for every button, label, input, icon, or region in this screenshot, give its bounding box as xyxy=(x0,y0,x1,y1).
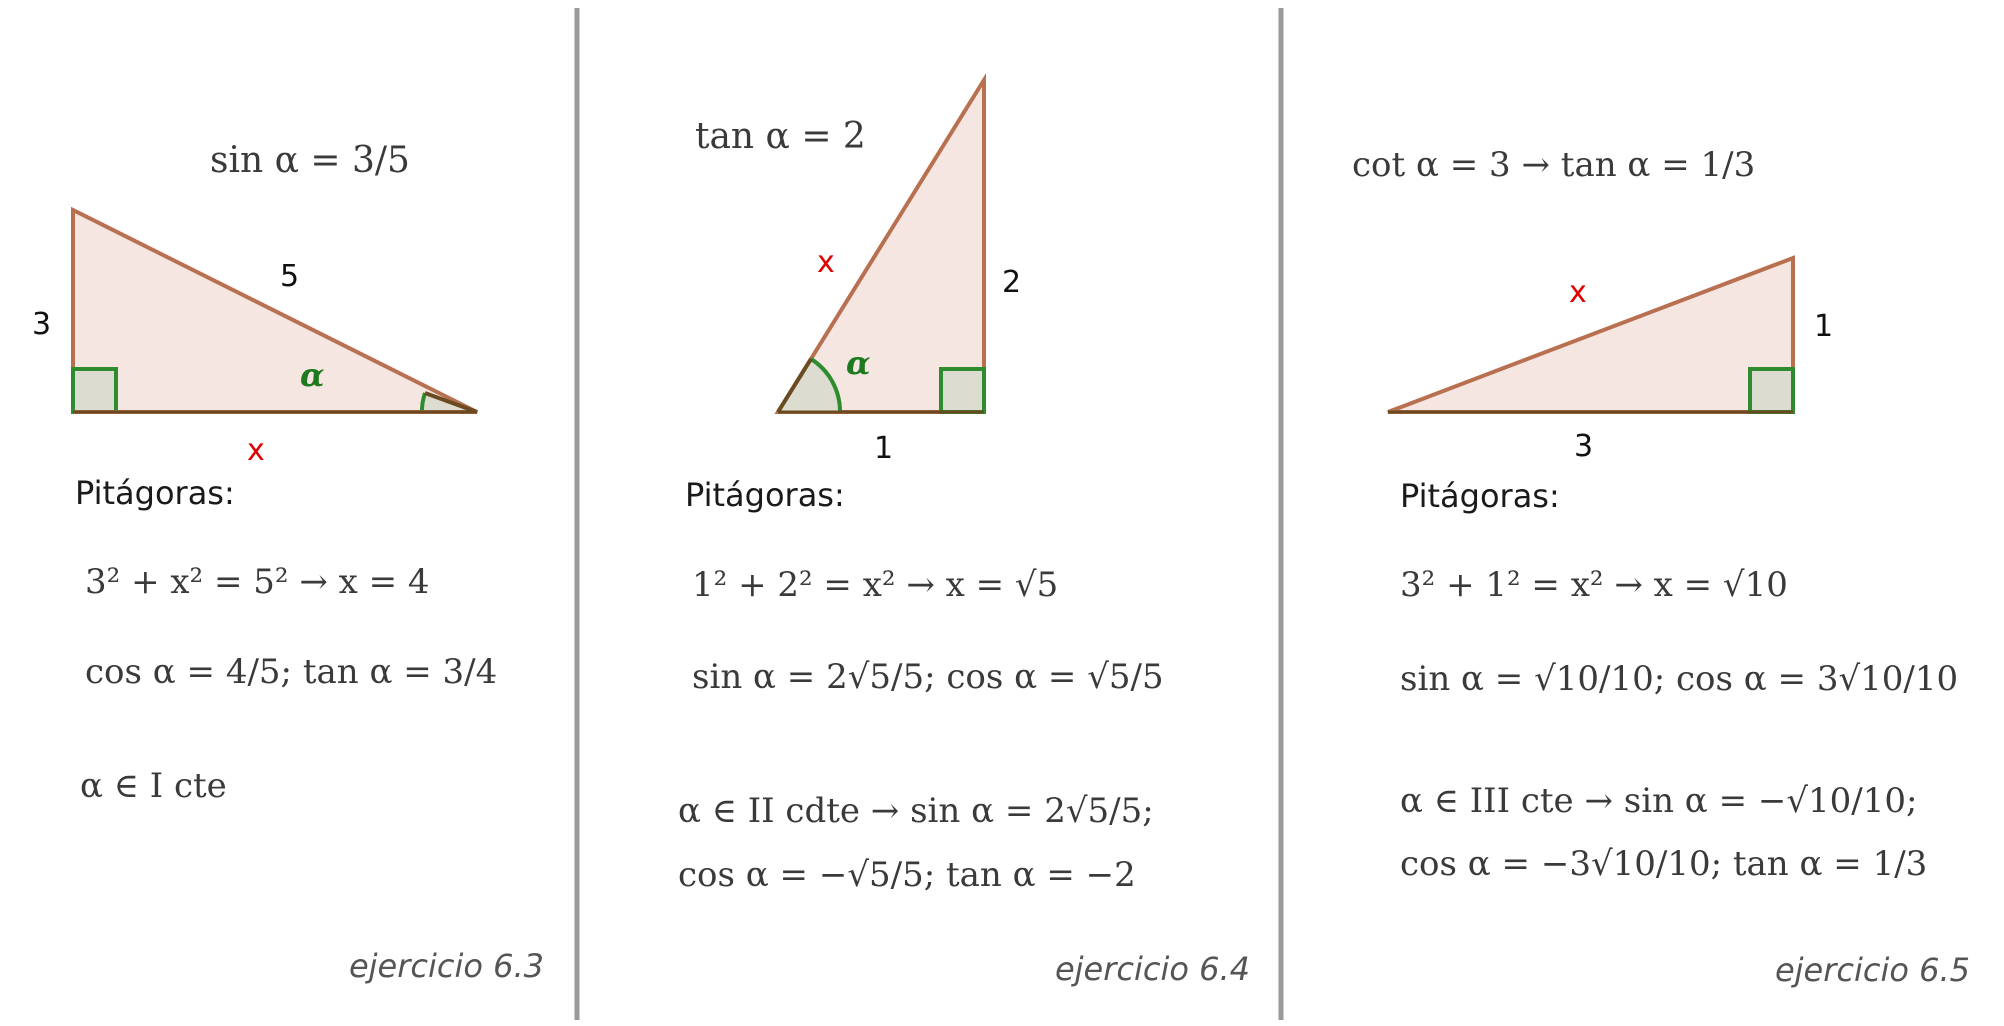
panel-exercise-6-5: cot α = 3 → tan α = 1/3 x 1 3 Pitágoras:… xyxy=(1352,145,1970,989)
solution-line-3: α ∈ II cdte → sin α = 2√5/5; xyxy=(678,791,1154,831)
label-leg-a: 1 xyxy=(1814,309,1833,344)
right-angle-marker xyxy=(939,367,986,414)
label-hypotenuse: 5 xyxy=(280,259,299,294)
triangle-body xyxy=(1387,255,1795,414)
exercise-footer: ejercicio 6.5 xyxy=(1775,951,1970,989)
solution-line-1: 1² + 2² = x² → x = √5 xyxy=(692,565,1058,605)
angle-alpha-arc-line xyxy=(809,357,843,413)
solution-line-2: sin α = √10/10; cos α = 3√10/10 xyxy=(1400,659,1958,699)
pythagoras-title: Pitágoras: xyxy=(75,474,235,512)
right-triangle xyxy=(1387,255,1795,414)
right-angle-marker xyxy=(1748,367,1795,414)
given-equation: sin α = 3/5 xyxy=(210,140,410,181)
solution-line-1: 3² + 1² = x² → x = √10 xyxy=(1400,565,1788,605)
exercise-footer: ejercicio 6.3 xyxy=(349,947,544,985)
solution-line-3: α ∈ I cte xyxy=(80,766,227,806)
right-triangle xyxy=(71,206,478,414)
label-leg-a: 2 xyxy=(1002,265,1021,300)
pythagoras-title: Pitágoras: xyxy=(685,476,845,514)
solution-line-3: α ∈ III cte → sin α = −√10/10; xyxy=(1400,781,1917,821)
right-triangle xyxy=(774,72,986,414)
triangle-body xyxy=(71,206,478,414)
panel-exercise-6-4: tan α = 2 x 2 1 α Pitágoras: 1² + 2² = x… xyxy=(678,72,1250,988)
solution-line-4: cos α = −√5/5; tan α = −2 xyxy=(678,855,1136,895)
given-equation: cot α = 3 → tan α = 1/3 xyxy=(1352,145,1755,185)
label-angle-alpha: α xyxy=(846,344,871,382)
label-leg-b: 3 xyxy=(1574,429,1593,464)
label-unknown-x: x xyxy=(1569,275,1587,310)
label-unknown-x: x xyxy=(247,433,265,468)
triangle-vertex-dark-edge xyxy=(424,391,478,414)
solution-line-1: 3² + x² = 5² → x = 4 xyxy=(85,562,430,602)
given-equation: tan α = 2 xyxy=(695,116,866,157)
solution-line-2: cos α = 4/5; tan α = 3/4 xyxy=(85,652,497,692)
panel-exercise-6-3: sin α = 3/5 3 5 x α Pitágoras: 3² + x² =… xyxy=(32,140,544,985)
solution-line-4: cos α = −3√10/10; tan α = 1/3 xyxy=(1400,844,1927,884)
label-angle-alpha: α xyxy=(300,356,325,394)
pythagoras-title: Pitágoras: xyxy=(1400,477,1560,515)
right-angle-marker xyxy=(71,367,118,414)
exercise-footer: ejercicio 6.4 xyxy=(1055,950,1250,988)
label-leg-b: 1 xyxy=(874,431,893,466)
label-unknown-x: x xyxy=(817,245,835,280)
solution-line-2: sin α = 2√5/5; cos α = √5/5 xyxy=(692,657,1164,697)
label-leg-a: 3 xyxy=(32,307,51,342)
triangle-vertex-dark-edge xyxy=(776,357,813,414)
